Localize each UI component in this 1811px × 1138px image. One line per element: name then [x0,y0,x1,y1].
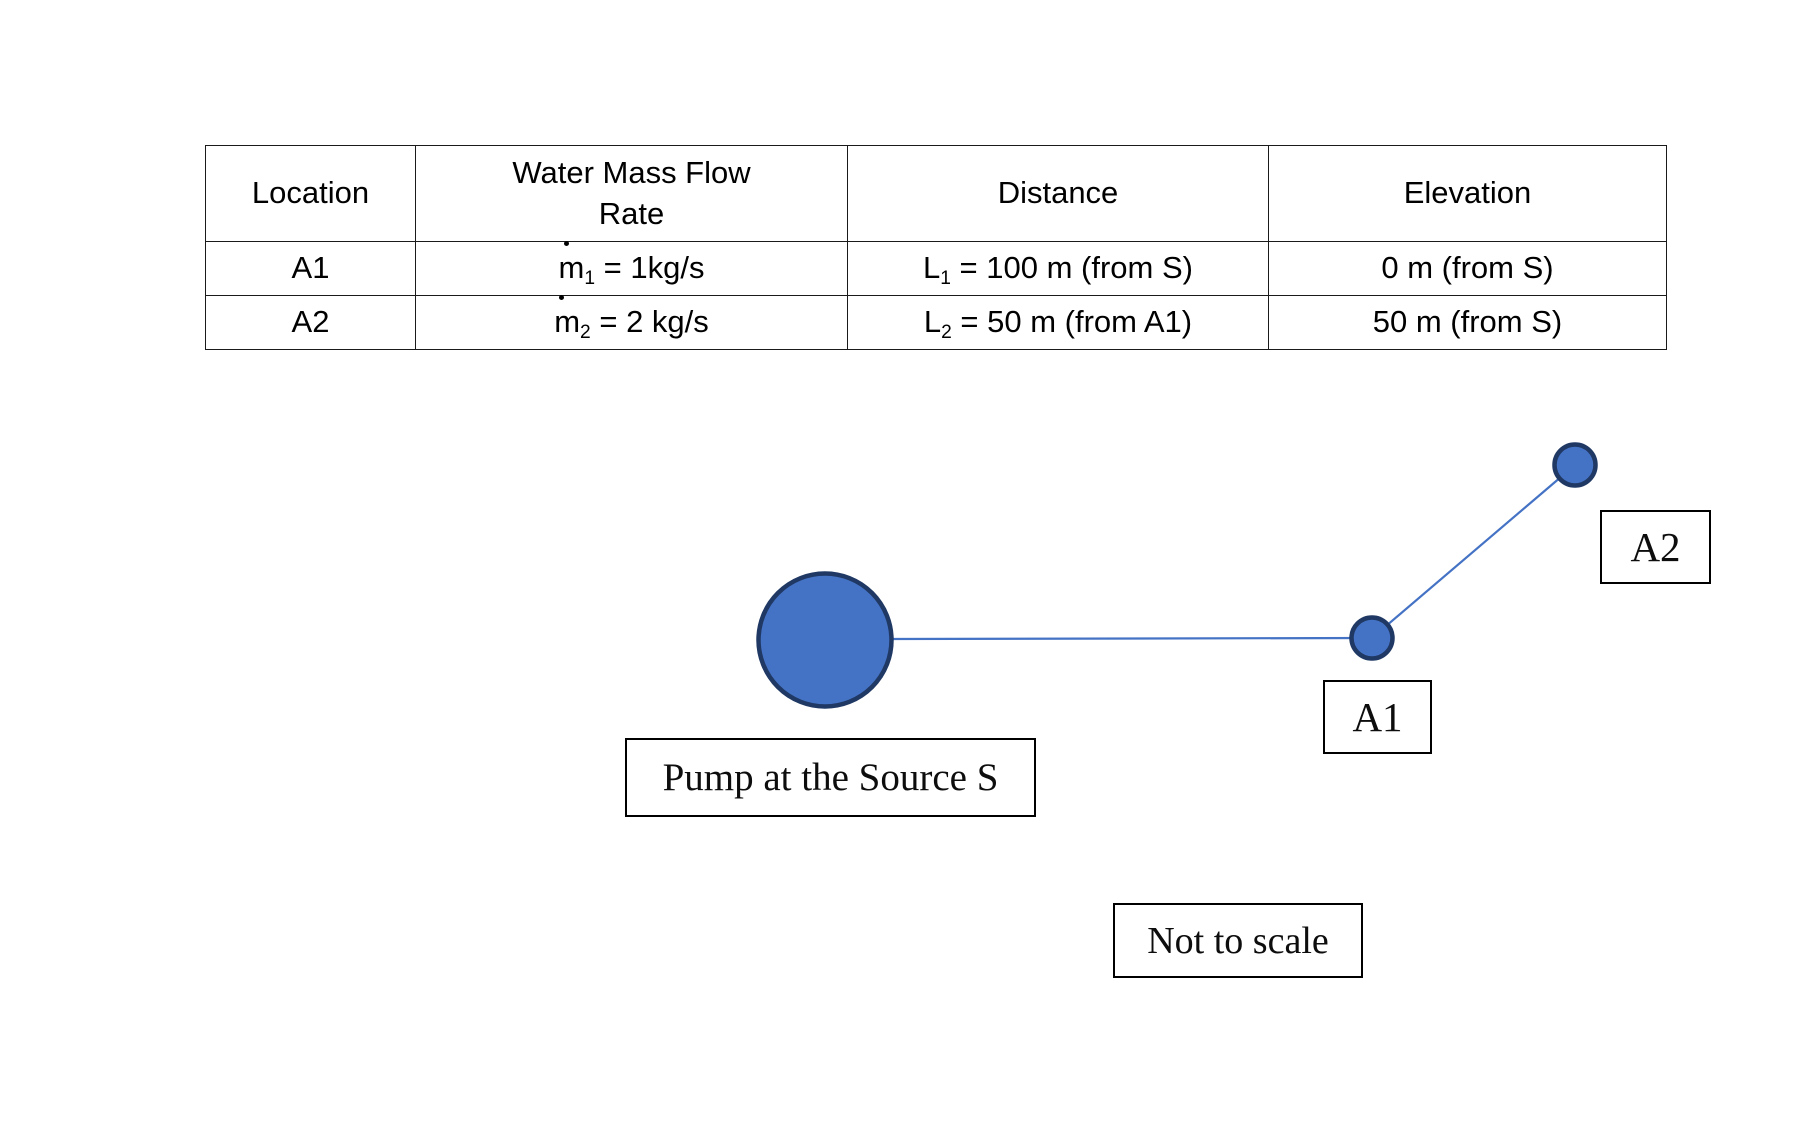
cell-flow-rate: m2 = 2 kg/s [415,295,848,350]
label-a2-text: A2 [1630,523,1681,570]
cell-distance: L2 = 50 m (from A1) [847,295,1269,350]
mass-flow-subscript: 2 [580,321,591,343]
distance-subscript: 2 [941,321,952,343]
column-header-distance: Distance [847,145,1269,242]
table-row: A2 m2 = 2 kg/s L2 = 50 m (from A1) 50 m … [205,295,1667,350]
label-box-a2: A2 [1600,510,1711,584]
mass-flow-symbol: m [554,295,580,342]
mass-flow-value: = 1kg/s [595,250,705,286]
label-not-to-scale-text: Not to scale [1147,919,1329,962]
cell-distance: L1 = 100 m (from S) [847,241,1269,296]
distance-symbol: L [923,250,941,286]
distance-subscript: 1 [940,267,951,289]
label-a1-text: A1 [1352,693,1403,740]
pipe-segment-a1-to-a2 [1371,464,1576,639]
column-header-location-label: Location [251,175,370,211]
cell-elevation: 50 m (from S) [1268,295,1667,350]
pump-source-node-icon[interactable] [756,571,894,709]
elevation-value: 0 m (from S) [1381,250,1554,286]
mass-flow-value: = 2 kg/s [590,304,709,340]
cell-flow-rate: m1 = 1kg/s [415,241,848,296]
column-header-distance-label: Distance [997,175,1119,211]
mass-flow-symbol: m [559,241,584,288]
label-box-a1: A1 [1323,680,1432,754]
column-header-flow-rate-line1: Water Mass Flow [512,155,751,191]
mass-flow-subscript: 1 [584,267,596,289]
cell-elevation: 0 m (from S) [1268,241,1667,296]
distance-symbol: L [923,304,942,340]
cell-location-value: A1 [291,250,330,286]
label-box-pump-source: Pump at the Source S [625,738,1036,817]
cell-location: A2 [205,295,416,350]
column-header-location: Location [205,145,416,242]
cell-location: A1 [205,241,416,296]
node-a2-icon[interactable] [1552,442,1598,488]
column-header-elevation-label: Elevation [1403,175,1532,211]
column-header-elevation: Elevation [1268,145,1667,242]
node-a1-icon[interactable] [1349,615,1395,661]
pipe-segment-source-to-a1 [892,636,1373,641]
label-pump-source-text: Pump at the Source S [662,756,999,799]
cell-location-value: A2 [291,304,330,340]
label-box-not-to-scale: Not to scale [1113,903,1363,978]
distance-value: = 100 m (from S) [950,250,1193,286]
water-flow-parameters-table: Location Water Mass Flow Rate Distance E… [205,145,1667,350]
elevation-value: 50 m (from S) [1372,304,1563,340]
column-header-flow-rate: Water Mass Flow Rate [415,145,848,242]
table-header-row: Location Water Mass Flow Rate Distance E… [205,145,1667,242]
table-row: A1 m1 = 1kg/s L1 = 100 m (from S) 0 m (f… [205,241,1667,296]
column-header-flow-rate-line2: Rate [598,195,665,231]
distance-value: = 50 m (from A1) [951,304,1193,340]
